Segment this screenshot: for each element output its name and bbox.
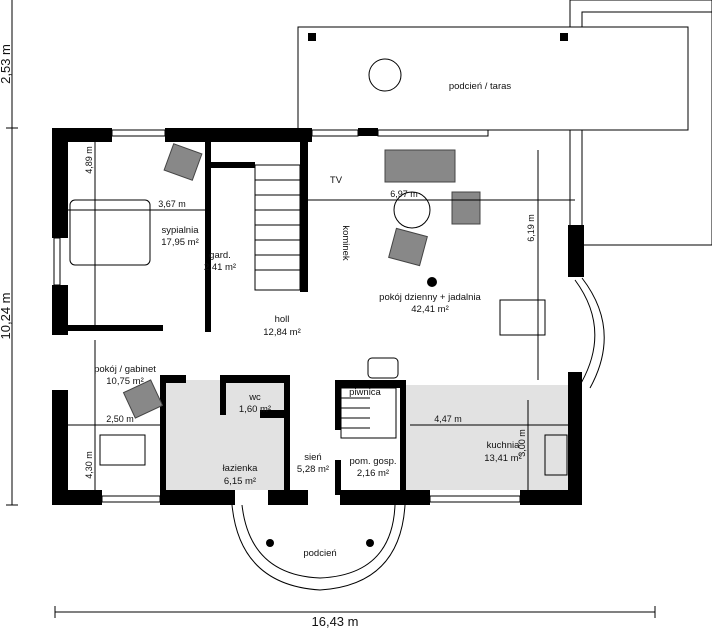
coffee-table — [393, 191, 431, 229]
kitchen-name: kuchnia — [487, 440, 520, 451]
office-height: 4,30 m — [84, 451, 94, 479]
staircase — [254, 164, 397, 439]
porch-name: podcień — [303, 548, 336, 559]
terrace — [297, 0, 712, 246]
armchair — [388, 227, 428, 267]
bed — [69, 199, 151, 266]
total-width-dimension: 16,43 m — [312, 614, 359, 629]
porch-outline — [231, 504, 406, 591]
wc-area: 1,60 m² — [239, 404, 271, 415]
armchair — [163, 143, 203, 181]
bedroom-area: 17,95 m² — [161, 237, 199, 248]
wc-name: wc — [248, 392, 261, 403]
hall-area: 12,84 m² — [263, 327, 301, 338]
hall-name: holl — [275, 314, 290, 325]
living-height: 6,19 m — [526, 214, 536, 242]
dining-table — [499, 299, 546, 336]
total-height-dimension: 10,24 m — [0, 293, 13, 340]
window — [53, 237, 61, 286]
utility-name: pom. gosp. — [350, 456, 397, 467]
office-area: 10,75 m² — [106, 376, 144, 387]
kitchen-height: 3,00 m — [517, 429, 527, 457]
terrace-name: podcień / taras — [449, 81, 512, 92]
utility-area: 2,16 m² — [357, 468, 389, 479]
bathroom-area: 6,15 m² — [224, 476, 256, 487]
walls — [52, 128, 584, 505]
kitchen-floor — [400, 385, 570, 490]
tv-label: TV — [330, 175, 343, 186]
living-name: pokój dzienny + jadalnia — [379, 292, 481, 303]
window — [111, 129, 166, 137]
living-width: 6,97 m — [390, 189, 418, 199]
bedroom-name: sypialnia — [162, 225, 200, 236]
kitchen-area: 13,41 m² — [484, 453, 522, 464]
dimension-lines — [6, 0, 656, 618]
sofa — [384, 149, 456, 183]
fireplace-label: kominek — [340, 225, 351, 261]
window — [429, 495, 521, 503]
living-area: 42,41 m² — [411, 304, 449, 315]
office-name: pokój / gabinet — [94, 364, 156, 375]
kitchen-width: 4,47 m — [434, 414, 462, 424]
bathroom-floor — [165, 380, 290, 490]
window — [311, 129, 359, 137]
total-top-dimension: 2,53 m — [0, 44, 13, 84]
vestibule-area: 5,28 m² — [297, 464, 329, 475]
stove — [544, 434, 568, 476]
window — [377, 129, 489, 137]
basement-name: piwnica — [349, 387, 381, 398]
wardrobe-name: gard. — [209, 250, 231, 261]
bedroom-width: 3,67 m — [158, 199, 186, 209]
bay-window — [574, 279, 596, 386]
wardrobe-area: 2,41 m² — [204, 262, 236, 273]
bathroom-name: łazienka — [223, 463, 259, 474]
armchair — [451, 191, 481, 225]
window — [101, 495, 161, 503]
desk — [99, 434, 146, 466]
armchair — [122, 379, 164, 419]
bedroom-height: 4,89 m — [84, 146, 94, 174]
office-width: 2,50 m — [106, 414, 134, 424]
vestibule-name: sień — [304, 452, 321, 463]
